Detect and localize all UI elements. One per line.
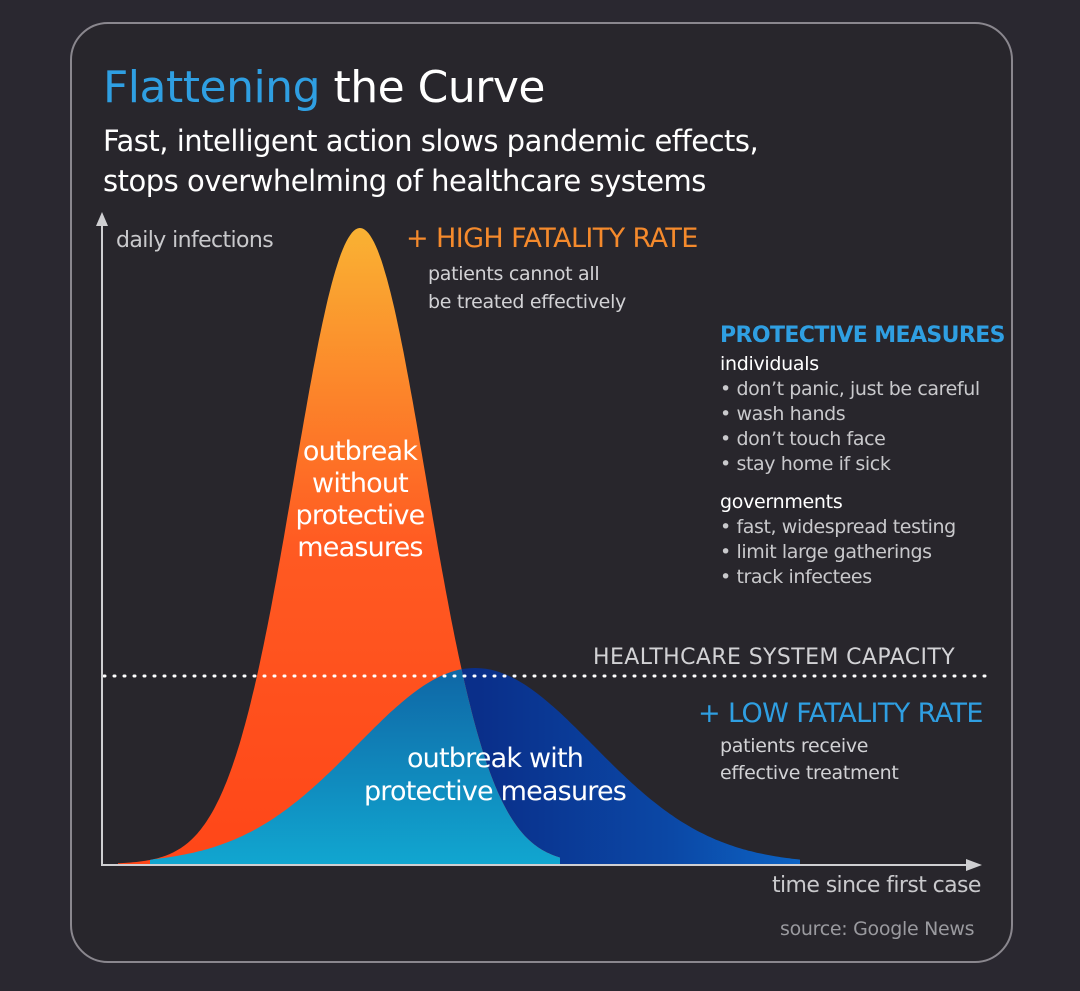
- list-item: • stay home if sick: [720, 453, 891, 475]
- group-title: governments: [720, 491, 843, 513]
- list-item: • track infectees: [720, 566, 872, 588]
- measures-group-governments: governments • fast, widespread testing •…: [720, 490, 1000, 590]
- subtitle: Fast, intelligent action slows pandemic …: [103, 124, 759, 198]
- x-axis-label: time since first case: [772, 873, 981, 898]
- protective-measures-title: PROTECTIVE MEASURES: [720, 323, 1006, 348]
- list-item: • wash hands: [720, 403, 846, 425]
- measures-group-individuals: individuals • don’t panic, just be caref…: [720, 352, 1000, 477]
- page-title: Flattening the Curve: [103, 62, 546, 113]
- blue-curve-label: outbreak with protective measures: [363, 743, 627, 807]
- y-axis-label: daily infections: [116, 228, 274, 253]
- group-title: individuals: [720, 353, 819, 375]
- source-credit: source: Google News: [780, 918, 975, 940]
- list-item: • limit large gatherings: [720, 541, 932, 563]
- title-rest: the Curve: [320, 62, 545, 113]
- high-fatality-title: + HIGH FATALITY RATE: [406, 223, 698, 254]
- list-item: • fast, widespread testing: [720, 516, 956, 538]
- low-fatality-description: patients receive effective treatment: [720, 735, 899, 784]
- high-fatality-description: patients cannot all be treated effective…: [428, 263, 626, 313]
- y-axis-arrow-icon: [96, 212, 108, 226]
- title-highlight: Flattening: [103, 62, 321, 113]
- overlap-area: [150, 668, 560, 864]
- list-item: • don’t panic, just be careful: [720, 378, 980, 400]
- capacity-label: HEALTHCARE SYSTEM CAPACITY: [593, 645, 956, 670]
- protective-measures-panel: PROTECTIVE MEASURES individuals • don’t …: [720, 323, 1006, 590]
- orange-curve-label: outbreak without protective measures: [295, 436, 426, 563]
- list-item: • don’t touch face: [720, 428, 886, 450]
- low-fatality-title: + LOW FATALITY RATE: [698, 698, 983, 729]
- x-axis-arrow-icon: [966, 859, 982, 871]
